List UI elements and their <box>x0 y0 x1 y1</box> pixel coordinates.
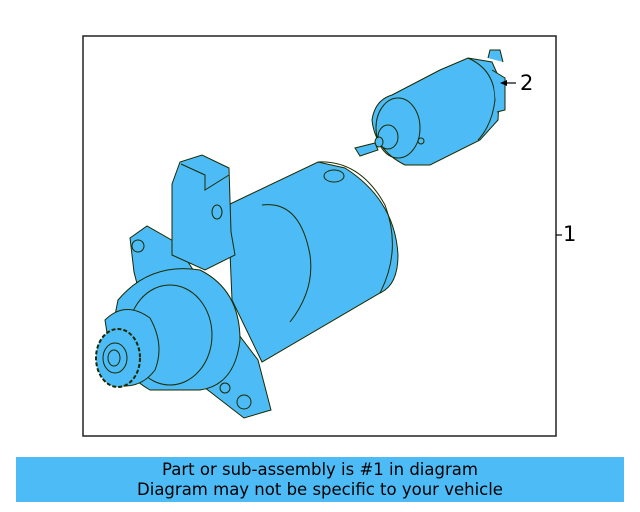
callout-2-arrow <box>500 80 516 86</box>
solenoid[interactable] <box>354 49 506 166</box>
cap-hole <box>323 169 345 183</box>
callout-1-label[interactable]: 1 <box>563 222 577 246</box>
motor-body <box>227 161 399 363</box>
starter-motor[interactable] <box>95 154 399 419</box>
pinion-gear <box>95 328 141 388</box>
terminal-block <box>171 154 236 271</box>
motor-end-cap <box>317 161 393 294</box>
banner-line-1: Part or sub-assembly is #1 in diagram <box>162 459 478 479</box>
diagram-frame <box>82 35 557 437</box>
banner-line-2: Diagram may not be specific to your vehi… <box>137 479 503 499</box>
info-banner: Part or sub-assembly is #1 in diagram Di… <box>16 457 624 502</box>
callout-2-label[interactable]: 2 <box>520 71 534 95</box>
